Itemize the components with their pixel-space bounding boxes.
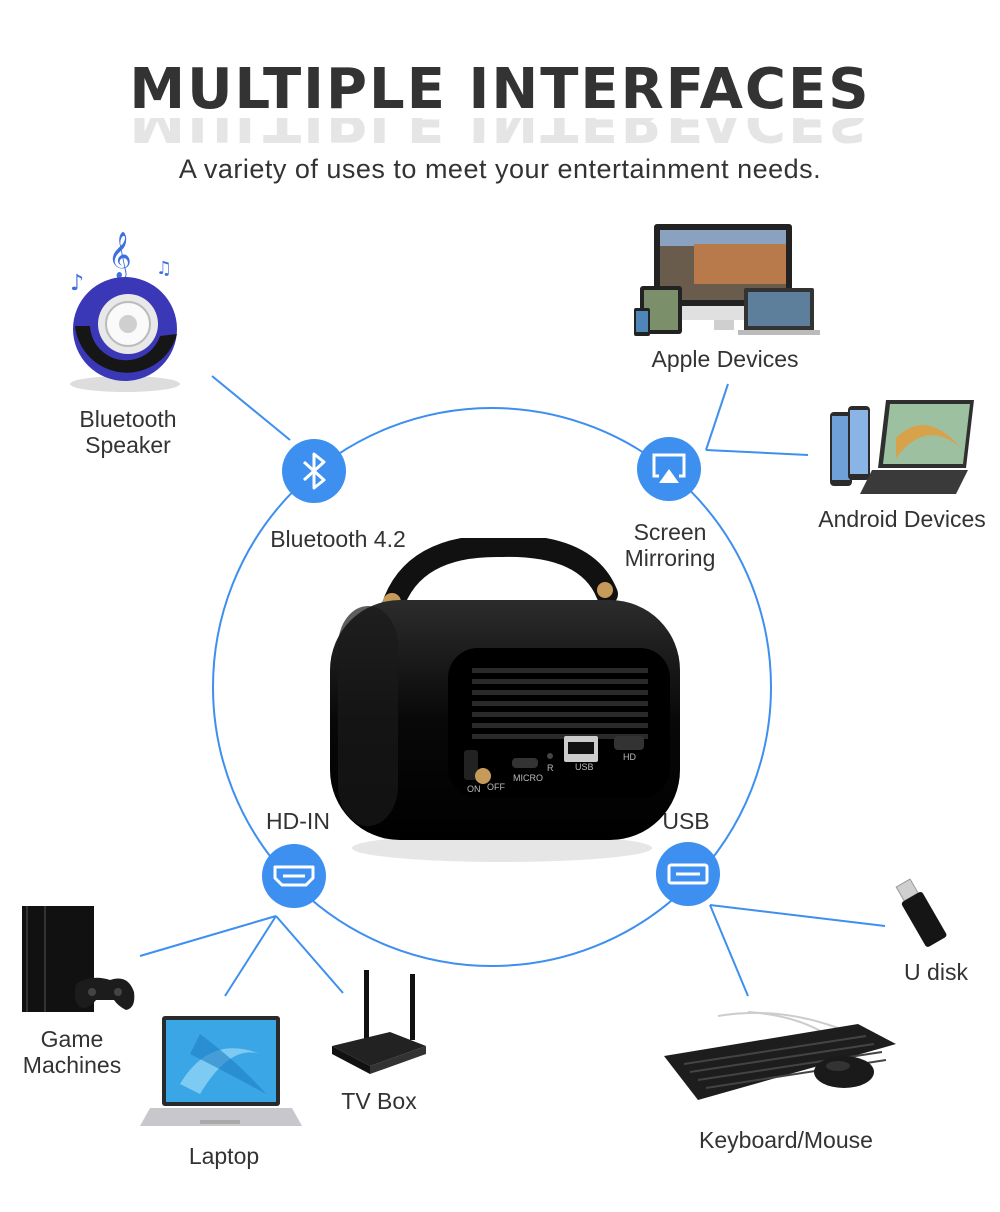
feature-usb-label: USB (662, 808, 710, 834)
device-android-label: Android Devices (818, 506, 986, 532)
keyboard-mouse-icon (664, 1011, 896, 1100)
device-u-disk-label: U disk (904, 959, 968, 985)
device-bluetooth-speaker-label: Bluetooth Speaker (48, 406, 208, 458)
page-subtitle: A variety of uses to meet your entertain… (178, 154, 822, 184)
android-devices-icon (830, 400, 974, 494)
port-on-label: ON (467, 784, 481, 794)
bluetooth-speaker-line2: Speaker (85, 432, 171, 458)
game-machines-line1: Game (40, 1026, 104, 1052)
bluetooth-speaker-line1: Bluetooth (79, 406, 177, 432)
game-console-icon (22, 906, 135, 1012)
bluetooth-badge (282, 439, 346, 503)
svg-text:𝄞: 𝄞 (108, 232, 132, 280)
interface-ring (212, 407, 772, 967)
svg-text:♪: ♪ (70, 271, 84, 296)
line-speaker (211, 375, 291, 441)
line-udisk (709, 904, 886, 927)
line-android (705, 449, 809, 456)
line-tvbox (275, 915, 344, 994)
port-off-label: OFF (487, 782, 505, 792)
device-game-machines-label: Game Machines (8, 1026, 136, 1078)
apple-devices-icon (634, 224, 820, 336)
port-r-label: R (547, 763, 554, 773)
screen-mirroring-line1: Screen (633, 519, 707, 545)
bluetooth-icon (302, 452, 326, 490)
screen-mirroring-badge (637, 437, 701, 501)
hd-in-badge (262, 844, 326, 908)
laptop-icon (140, 1016, 302, 1126)
usb-flash-drive-icon (895, 878, 947, 947)
tv-box-icon (332, 970, 426, 1074)
device-tv-box-label: TV Box (341, 1088, 417, 1114)
port-hd-label: HD (623, 752, 636, 762)
feature-screen-mirroring-label: Screen Mirroring (600, 519, 740, 571)
port-micro-label: MICRO (513, 773, 543, 783)
bluetooth-speaker-icon: 𝄞 ♪ ♫ (70, 232, 180, 392)
airplay-icon (652, 453, 686, 483)
port-usb-label: USB (575, 762, 594, 772)
line-apple (705, 383, 729, 451)
screen-mirroring-line2: Mirroring (624, 545, 716, 571)
page-title: MULTIPLE INTERFACES (129, 57, 871, 122)
game-machines-line2: Machines (22, 1052, 122, 1078)
usb-badge (656, 842, 720, 906)
line-laptop (224, 915, 277, 997)
hdmi-port-icon (273, 865, 315, 887)
device-keyboard-mouse-label: Keyboard/Mouse (699, 1127, 873, 1153)
projector-image: ON OFF MICRO R USB HD (330, 538, 680, 862)
device-apple-label: Apple Devices (651, 346, 799, 372)
feature-hd-in-label: HD-IN (266, 808, 330, 834)
feature-bluetooth-label: Bluetooth 4.2 (270, 526, 406, 552)
line-keyboard (709, 904, 749, 997)
usb-port-icon (667, 863, 709, 885)
svg-text:♫: ♫ (156, 258, 172, 279)
device-laptop-label: Laptop (188, 1143, 260, 1169)
line-game (139, 915, 277, 957)
